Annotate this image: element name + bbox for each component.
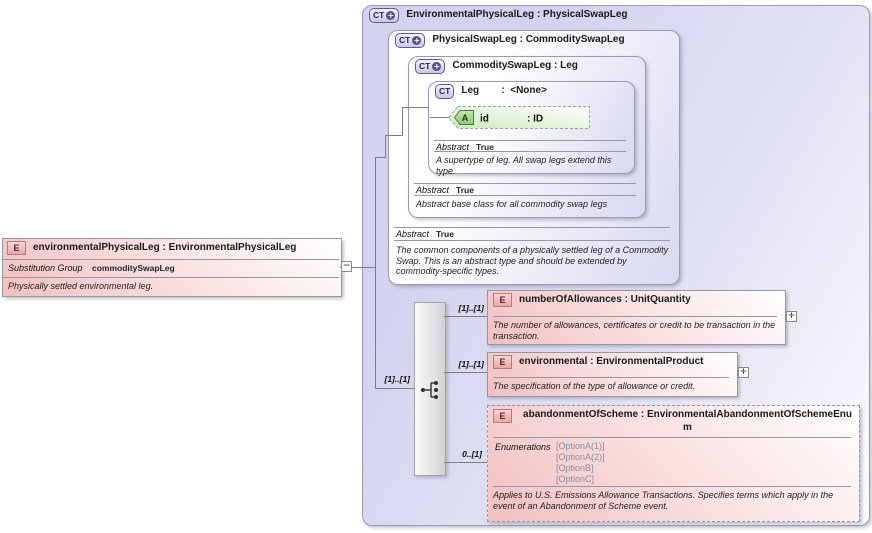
element-description: The number of allowances, certificates o… bbox=[493, 320, 776, 341]
enumeration-value: [OptionA(1)] bbox=[556, 441, 605, 451]
complextype-icon: CT+ bbox=[369, 8, 400, 23]
divider bbox=[394, 227, 670, 228]
divider bbox=[493, 377, 729, 378]
abstract-value: True bbox=[456, 185, 474, 195]
sequence-icon bbox=[421, 381, 438, 399]
abstract-row: Abstract True bbox=[416, 185, 474, 195]
cardinality-trunk: [1]..[1] bbox=[384, 374, 411, 384]
divider bbox=[493, 316, 777, 317]
element-icon: E bbox=[7, 241, 26, 255]
divider bbox=[414, 195, 636, 196]
enumeration-value: [OptionB] bbox=[556, 463, 594, 473]
derived-plus-icon: + bbox=[432, 61, 442, 71]
abstract-value: True bbox=[436, 229, 454, 239]
connector-line bbox=[403, 107, 429, 108]
connector-branch bbox=[444, 462, 487, 463]
attribute-icon bbox=[453, 110, 474, 125]
attribute-name: id bbox=[480, 114, 489, 125]
element-icon: E bbox=[493, 355, 512, 369]
connector-line bbox=[385, 135, 403, 136]
attribute-type: : ID bbox=[527, 114, 543, 125]
complextype-header-physicalswapleg[interactable]: CT+ PhysicalSwapLeg : CommoditySwapLeg bbox=[395, 33, 625, 48]
divider bbox=[3, 277, 339, 278]
connector-line bbox=[375, 157, 386, 158]
abstract-value: True bbox=[476, 142, 494, 152]
element-title: environmentalPhysicalLeg : Environmental… bbox=[33, 242, 297, 253]
abstract-label: Abstract bbox=[436, 142, 470, 152]
complextype-header-leg[interactable]: CT Leg : <None> bbox=[435, 84, 547, 99]
enumerations-label: Enumerations bbox=[495, 442, 551, 452]
divider bbox=[493, 437, 851, 438]
element-header-environmental[interactable]: E environmental : EnvironmentalProduct bbox=[493, 355, 703, 369]
complextype-header-commodityswapleg[interactable]: CT+ CommoditySwapLeg : Leg bbox=[415, 59, 578, 74]
connector-to-sequence bbox=[375, 388, 415, 389]
complextype-title: Leg : <None> bbox=[461, 85, 547, 96]
element-icon: E bbox=[493, 293, 512, 307]
complextype-icon: CT+ bbox=[395, 33, 426, 48]
type-description: A supertype of leg. All swap legs extend… bbox=[436, 155, 612, 176]
abstract-label: Abstract bbox=[416, 185, 450, 195]
complextype-title: EnvironmentalPhysicalLeg : PhysicalSwapL… bbox=[406, 9, 628, 20]
complextype-title: CommoditySwapLeg : Leg bbox=[452, 60, 578, 71]
connector-branch bbox=[444, 372, 487, 373]
attribute-id[interactable]: A id : ID bbox=[447, 105, 592, 130]
connector-line bbox=[402, 107, 403, 136]
complextype-icon-label: CT bbox=[439, 86, 451, 97]
abstract-row: Abstract True bbox=[436, 142, 494, 152]
element-box-numberofallowances[interactable] bbox=[487, 290, 786, 345]
element-description: Applies to U.S. Emissions Allowance Tran… bbox=[493, 490, 834, 511]
element-box-abandonmentofscheme[interactable] bbox=[487, 405, 860, 522]
type-description: Abstract base class for all commodity sw… bbox=[416, 199, 608, 209]
connector-line bbox=[385, 135, 386, 158]
complextype-header-environmentalphysicalleg[interactable]: CT+ EnvironmentalPhysicalLeg : PhysicalS… bbox=[369, 8, 628, 23]
complextype-icon: CT+ bbox=[415, 59, 446, 74]
divider bbox=[493, 486, 851, 487]
cardinality-abandonment: 0..[1] bbox=[462, 449, 482, 459]
abstract-label: Abstract bbox=[396, 229, 430, 239]
attribute-icon-label: A bbox=[462, 113, 469, 123]
substitution-group-label: Substitution Group bbox=[8, 263, 83, 273]
collapse-toggle[interactable]: − bbox=[341, 261, 352, 272]
element-title: environmental : EnvironmentalProduct bbox=[519, 356, 704, 367]
enumeration-values: [OptionA(1)] [OptionA(2)] [OptionB] [Opt… bbox=[556, 441, 605, 485]
element-icon: E bbox=[493, 409, 512, 423]
sequence-indicator[interactable] bbox=[414, 302, 446, 476]
cardinality-numberofallowances: [1]..[1] bbox=[458, 303, 485, 313]
element-box-environmental[interactable] bbox=[487, 352, 738, 397]
element-header-abandonmentofscheme[interactable]: E abandonmentOfScheme : EnvironmentalAba… bbox=[493, 408, 856, 434]
complextype-icon-label: CT bbox=[373, 10, 385, 21]
element-title: numberOfAllowances : UnitQuantity bbox=[519, 294, 691, 305]
complextype-icon-label: CT bbox=[419, 61, 431, 72]
connector-branch bbox=[444, 316, 487, 317]
connector-left bbox=[340, 267, 376, 268]
type-description: The common components of a physically se… bbox=[396, 245, 669, 276]
divider bbox=[3, 259, 339, 260]
connector-to-attribute bbox=[430, 117, 449, 118]
divider bbox=[414, 183, 636, 184]
substitution-group-row: Substitution Group commoditySwapLeg bbox=[8, 263, 175, 273]
divider bbox=[394, 240, 670, 241]
element-box-environmentalphysicalleg[interactable] bbox=[2, 238, 342, 297]
divider bbox=[434, 140, 626, 141]
cardinality-environmental: [1]..[1] bbox=[458, 359, 485, 369]
attribute-shape bbox=[447, 106, 590, 129]
divider bbox=[434, 151, 626, 152]
element-description: The specification of the type of allowan… bbox=[493, 381, 696, 391]
substitution-group-value[interactable]: commoditySwapLeg bbox=[92, 263, 175, 273]
derived-plus-icon: + bbox=[386, 10, 396, 20]
element-title: abandonmentOfScheme : EnvironmentalAband… bbox=[523, 409, 852, 433]
element-header-numberofallowances[interactable]: E numberOfAllowances : UnitQuantity bbox=[493, 293, 691, 307]
complextype-icon-label: CT bbox=[399, 35, 411, 46]
connector-trunk bbox=[375, 157, 376, 389]
enumeration-value: [OptionA(2)] bbox=[556, 452, 605, 462]
element-header-environmentalphysicalleg[interactable]: E environmentalPhysicalLeg : Environment… bbox=[7, 241, 296, 255]
derived-plus-icon: + bbox=[412, 35, 422, 45]
expand-button[interactable]: + bbox=[738, 367, 749, 378]
abstract-row: Abstract True bbox=[396, 229, 454, 239]
expand-button[interactable]: + bbox=[786, 311, 797, 322]
complextype-icon: CT bbox=[435, 84, 455, 99]
element-description: Physically settled environmental leg. bbox=[8, 281, 154, 291]
complextype-title: PhysicalSwapLeg : CommoditySwapLeg bbox=[432, 34, 625, 45]
enumeration-value: [OptionC] bbox=[556, 474, 595, 484]
